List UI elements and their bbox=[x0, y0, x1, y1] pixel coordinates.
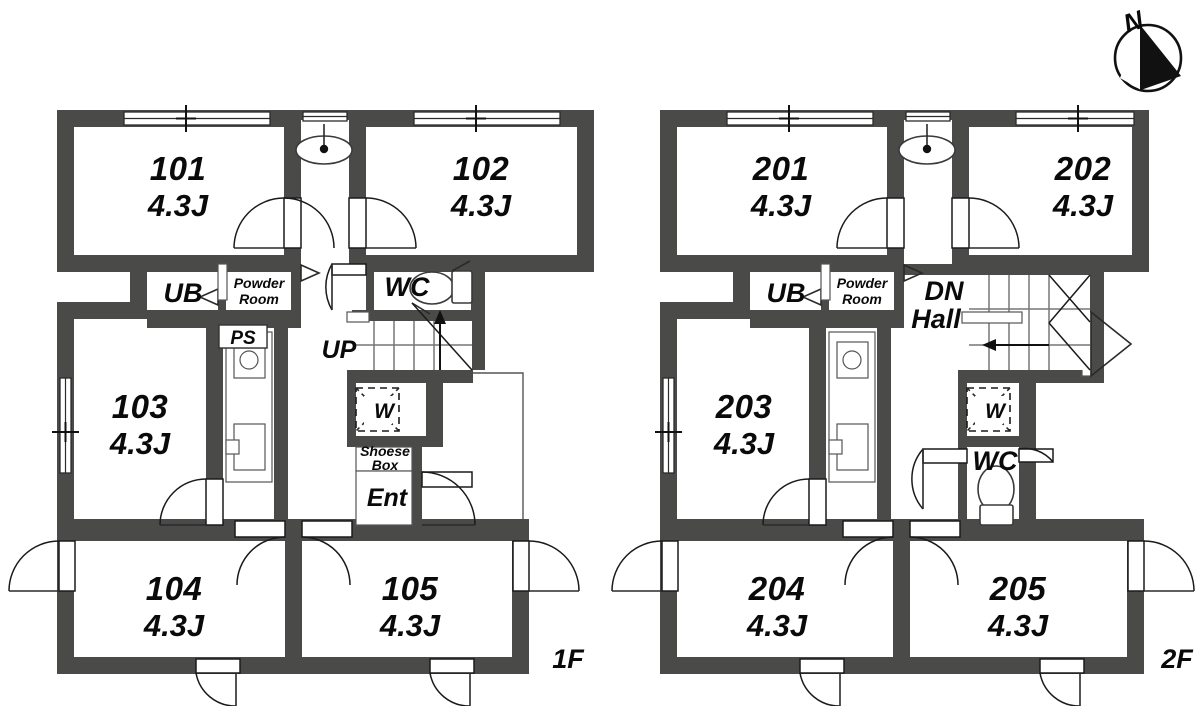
floor-plan-2f: 201 4.3J 202 4.3J 203 4.3J 204 4.3J 205 … bbox=[611, 105, 1195, 706]
label-powder-room-1f-line2: Room bbox=[239, 291, 279, 307]
label-entrance-1f: Ent bbox=[367, 484, 409, 512]
stairs-2f bbox=[961, 274, 1091, 371]
washer-1f bbox=[355, 387, 400, 432]
entrance-1f bbox=[355, 446, 413, 526]
room-size-201: 4.3J bbox=[750, 188, 812, 223]
windows-1f bbox=[52, 105, 561, 474]
label-washer-1f: W bbox=[374, 400, 396, 423]
label-ub-1f: UB bbox=[164, 278, 203, 308]
compass-label-n: N bbox=[1120, 4, 1148, 39]
label-dn-2f: DN bbox=[925, 276, 964, 306]
doors-2f bbox=[611, 197, 1195, 706]
room-size-205: 4.3J bbox=[987, 608, 1049, 643]
bath-fixtures-1f bbox=[218, 324, 273, 483]
room-number-205: 205 bbox=[989, 570, 1047, 607]
label-powder-room-2f-line2: Room bbox=[842, 291, 882, 307]
label-powder-room-1f-line1: Powder bbox=[234, 275, 286, 291]
floor-label-1f: 1F bbox=[552, 644, 585, 674]
windows-2f bbox=[655, 105, 1135, 474]
label-hall-2f: Hall bbox=[911, 304, 961, 334]
wash-basin-2f bbox=[898, 124, 956, 165]
label-ub-2f: UB bbox=[767, 278, 806, 308]
label-wc-1f: WC bbox=[385, 272, 430, 302]
toilet-1f bbox=[409, 260, 473, 315]
room-number-202: 202 bbox=[1054, 150, 1112, 187]
room-size-105: 4.3J bbox=[379, 608, 441, 643]
north-arrow: N bbox=[1113, 4, 1183, 93]
room-size-202: 4.3J bbox=[1052, 188, 1114, 223]
toilet-2f bbox=[977, 465, 1015, 526]
label-shoe-box-1f-line1: Shoese bbox=[360, 443, 410, 459]
label-wc-2f: WC bbox=[973, 446, 1018, 476]
washer-2f bbox=[966, 387, 1011, 432]
room-size-103: 4.3J bbox=[109, 426, 171, 461]
room-number-102: 102 bbox=[453, 150, 510, 187]
bath-fixtures-2f bbox=[828, 331, 876, 483]
room-size-204: 4.3J bbox=[746, 608, 808, 643]
room-number-101: 101 bbox=[150, 150, 207, 187]
room-number-203: 203 bbox=[715, 388, 773, 425]
room-size-203: 4.3J bbox=[713, 426, 775, 461]
label-powder-room-2f-line1: Powder bbox=[837, 275, 889, 291]
room-size-104: 4.3J bbox=[143, 608, 205, 643]
label-ps-1f: PS bbox=[230, 328, 256, 349]
label-shoe-box-1f-line2: Box bbox=[372, 457, 400, 473]
stairs-1f bbox=[346, 302, 473, 371]
room-size-101: 4.3J bbox=[147, 188, 209, 223]
floor-label-2f: 2F bbox=[1160, 644, 1194, 674]
room-number-105: 105 bbox=[382, 570, 439, 607]
floor-plan-1f: 101 4.3J 102 4.3J 103 4.3J 104 4.3J 105 … bbox=[8, 105, 594, 706]
room-number-204: 204 bbox=[748, 570, 806, 607]
room-number-104: 104 bbox=[146, 570, 203, 607]
room-number-103: 103 bbox=[112, 388, 169, 425]
label-washer-2f: W bbox=[985, 400, 1007, 423]
room-number-201: 201 bbox=[752, 150, 810, 187]
room-size-102: 4.3J bbox=[450, 188, 512, 223]
label-up-1f: UP bbox=[322, 336, 357, 364]
wash-basin-1f bbox=[295, 124, 353, 165]
doors-1f bbox=[8, 197, 580, 706]
